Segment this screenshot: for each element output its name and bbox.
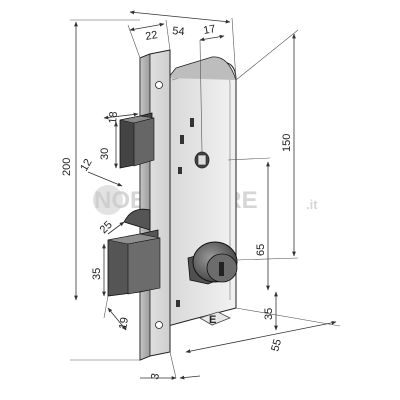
case-slot xyxy=(190,118,194,127)
dim-height-total: 200 xyxy=(61,158,73,176)
dim-latch-height: 30 xyxy=(99,148,111,160)
dim-faceplate-thickness: 3 xyxy=(149,372,162,380)
dim-cylinder-height: 65 xyxy=(255,244,267,256)
dim-case-height: 150 xyxy=(281,134,293,152)
dim-bolt-height: 35 xyxy=(91,268,103,280)
case-slot xyxy=(180,135,184,144)
faceplate-screw-hole xyxy=(155,81,163,89)
spindle-hole xyxy=(194,151,210,169)
dim-case-width: 54 xyxy=(172,25,185,38)
dim-bolt-depth: 19 xyxy=(117,316,131,330)
dim-latch-offset: 12 xyxy=(78,157,95,174)
dim-latch-width: 18 xyxy=(107,111,120,124)
dim-faceplate-width: 22 xyxy=(144,29,158,43)
watermark-logo-icon xyxy=(93,185,123,215)
cylinder-label-text: E xyxy=(209,314,216,326)
dim-depth: 55 xyxy=(269,338,284,353)
faceplate xyxy=(139,49,171,361)
dim-backset: 17 xyxy=(202,23,216,37)
lock-case xyxy=(167,56,237,327)
case-slot xyxy=(176,300,180,307)
dimension-labels: 200 22 54 17 18 30 12 150 25 35 19 65 35… xyxy=(61,23,293,381)
dim-cylinder-offset: 35 xyxy=(263,308,275,320)
case-slot xyxy=(178,167,182,174)
key-slot xyxy=(219,262,224,276)
latch xyxy=(119,112,155,169)
deadbolt xyxy=(107,229,161,297)
cylinder xyxy=(187,241,238,285)
faceplate-screw-hole xyxy=(155,321,163,329)
hook xyxy=(123,208,151,231)
dimension-lines xyxy=(70,10,341,380)
dim-bolt-offset: 25 xyxy=(98,219,115,236)
watermark-suffix: .it xyxy=(306,197,318,212)
